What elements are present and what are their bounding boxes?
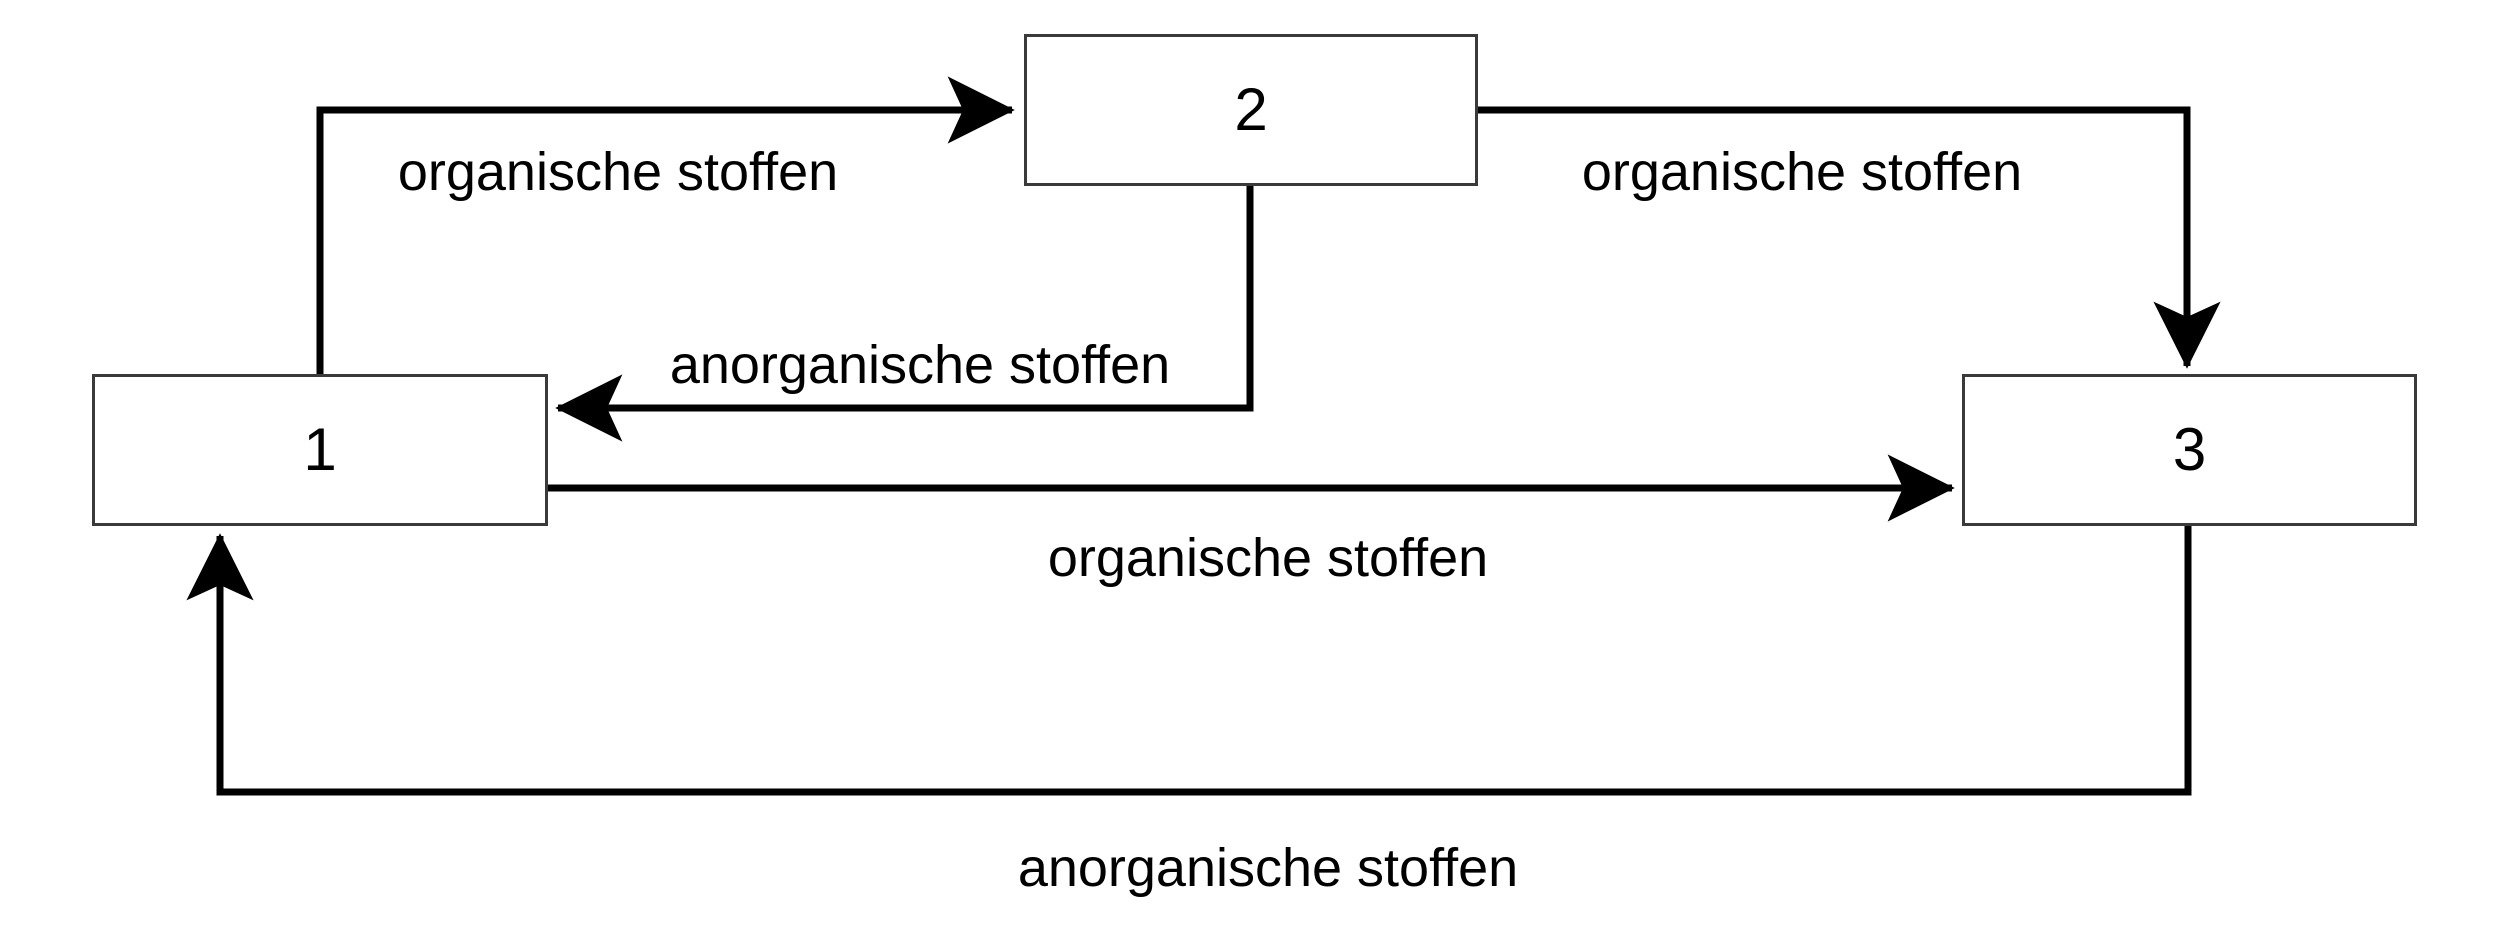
edge-label-1-to-2: organische stoffen [397,142,839,202]
edge-label-3-to-1: anorganische stoffen [1017,838,1519,898]
edge-label-2-to-3: organische stoffen [1581,142,2023,202]
edge-path-1-to-2 [316,76,1015,374]
node-box-3[interactable]: 3 [1962,374,2417,526]
edge-label-1-to-3: organische stoffen [1047,528,1489,588]
edge-label-2-to-1: anorganische stoffen [669,335,1171,395]
edge-path-2-to-3 [1478,106,2221,369]
node-label-1: 1 [303,416,337,483]
node-box-1[interactable]: 1 [92,374,548,526]
edge-path-2-to-1 [555,186,1254,442]
node-label-3: 3 [2172,416,2207,483]
edge-path-3-to-1 [186,526,2192,796]
node-label-2: 2 [1234,76,1268,143]
node-box-2[interactable]: 2 [1024,34,1478,186]
